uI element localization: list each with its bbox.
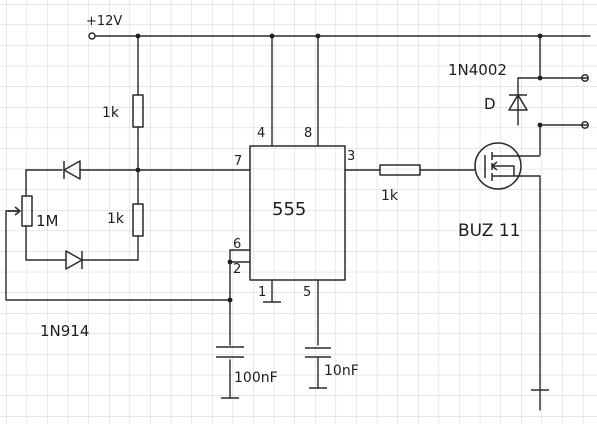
ic-555-body [249, 145, 346, 281]
load-terminal-top [581, 74, 589, 82]
junction-dot [227, 297, 233, 303]
pin-7-label: 7 [234, 154, 242, 169]
wires [5, 35, 591, 411]
pin6-wire [229, 249, 251, 263]
junction-dot [537, 75, 543, 81]
timing-capacitor [216, 346, 244, 358]
resistor-top-label: 1k [102, 105, 120, 121]
resistor-gate [379, 164, 421, 176]
control-capacitor [305, 347, 331, 358]
flyback-diode-type-label: 1N4002 [448, 61, 507, 79]
timing-capacitor-label: 100nF [234, 370, 278, 386]
pin-1-label: 1 [258, 285, 266, 300]
potentiometer [21, 195, 33, 227]
upper-diode [63, 160, 81, 180]
flyback-diode-ref-label: D [484, 95, 496, 113]
resistor-mid-label: 1k [107, 211, 125, 227]
pin-3-label: 3 [347, 149, 355, 164]
pin-2-label: 2 [233, 262, 241, 277]
mosfet-label: BUZ 11 [458, 221, 521, 241]
junction-dot [537, 33, 543, 39]
pin-8-label: 8 [304, 126, 312, 141]
resistor-mid [132, 203, 144, 237]
pin-4-label: 4 [257, 126, 265, 141]
flyback-diode [508, 94, 528, 111]
supply-terminal [88, 32, 96, 40]
diode-type-label: 1N914 [40, 322, 89, 340]
resistor-gate-label: 1k [381, 188, 399, 204]
resistor-top [132, 94, 144, 128]
supply-label: +12V [86, 14, 122, 29]
junction-dot [315, 33, 321, 39]
mosfet [474, 142, 540, 190]
lower-diode [65, 250, 83, 270]
junction-dot [269, 33, 275, 39]
potentiometer-label: 1M [36, 212, 59, 230]
junction-dot [135, 167, 141, 173]
ic-555-label: 555 [272, 199, 306, 220]
potentiometer-wiper-arrow [8, 206, 21, 216]
junction-dot [135, 33, 141, 39]
pin-6-label: 6 [233, 237, 241, 252]
control-capacitor-label: 10nF [324, 363, 359, 379]
pin-5-label: 5 [303, 285, 311, 300]
junction-dot [227, 259, 233, 265]
load-terminal-bottom [581, 121, 589, 129]
junction-dot [537, 122, 543, 128]
